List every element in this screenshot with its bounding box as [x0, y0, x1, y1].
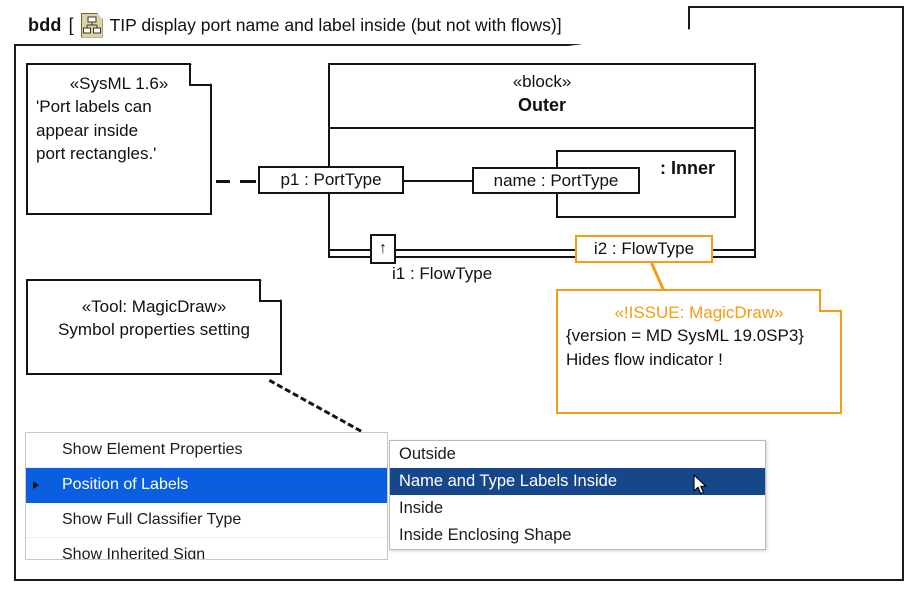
note-sysml-connector — [216, 180, 230, 183]
submenu-item-outside[interactable]: Outside — [390, 441, 765, 468]
note-issue-line1: {version = MD SysML 19.0SP3} — [566, 326, 804, 346]
bracket-open: [ — [68, 14, 74, 35]
submenu-item-label: Inside Enclosing Shape — [399, 526, 572, 544]
menu-item-show-full-classifier-type[interactable]: Show Full Classifier Type — [26, 503, 387, 538]
submenu-item-inside[interactable]: Inside — [390, 495, 765, 522]
block-inner-label: : Inner — [660, 158, 716, 178]
menu-item-show-element-properties[interactable]: Show Element Properties — [26, 433, 387, 468]
menu-item-label: Show Element Properties — [62, 441, 243, 458]
note-tool-stereotype: «Tool: MagicDraw» — [81, 297, 227, 316]
note-sysml-connector-2 — [240, 180, 256, 183]
submenu-item-name-and-type-labels-inside[interactable]: Name and Type Labels Inside — [390, 468, 765, 495]
note-issue-magicdraw: «!ISSUE: MagicDraw» {version = MD SysML … — [556, 289, 842, 414]
menu-item-label: Show Full Classifier Type — [62, 511, 242, 528]
menu-item-position-of-labels[interactable]: Position of Labels — [26, 468, 387, 503]
note-sysml-line3: port rectangles.' — [36, 144, 157, 164]
port-i1-label: i1 : FlowType — [392, 264, 493, 283]
connector-p1-to-name — [400, 180, 476, 182]
submenu-item-inside-enclosing-shape[interactable]: Inside Enclosing Shape — [390, 522, 765, 549]
flow-arrow-icon: ↑ — [379, 240, 387, 257]
note-sysml: «SysML 1.6» 'Port labels can appear insi… — [26, 63, 212, 215]
chevron-right-icon — [33, 481, 39, 489]
menu-item-show-inherited-sign[interactable]: Show Inherited Sign — [26, 538, 387, 560]
note-sysml-line1: 'Port labels can — [36, 97, 152, 117]
context-menu[interactable]: Show Element Properties Position of Labe… — [25, 432, 388, 560]
block-outer-name: Outer — [517, 95, 566, 116]
mouse-cursor-icon — [693, 474, 708, 496]
port-p1[interactable]: p1 : PortType — [258, 166, 404, 194]
note-issue-line2: Hides flow indicator ! — [566, 349, 723, 369]
note-tool-magicdraw: «Tool: MagicDraw» Symbol properties sett… — [26, 279, 282, 375]
port-i2[interactable]: i2 : FlowType — [575, 235, 713, 263]
submenu-item-label: Inside — [399, 499, 444, 517]
note-tool-line1: Symbol properties setting — [58, 320, 250, 340]
diagram-kind-label: bdd — [28, 14, 62, 35]
submenu-item-label: Name and Type Labels Inside — [399, 472, 618, 490]
bdd-diagram-icon — [80, 12, 103, 38]
menu-item-label: Position of Labels — [62, 476, 189, 493]
diagram-frame-header: bdd [ TIP display port name and label in… — [14, 6, 690, 46]
diagram-title: TIP display port name and label inside (… — [109, 14, 562, 35]
note-issue-stereotype: «!ISSUE: MagicDraw» — [614, 303, 784, 322]
note-sysml-line2: appear inside — [36, 120, 139, 140]
flow-line — [330, 249, 754, 251]
port-i1-indicator[interactable]: ↑ — [370, 234, 396, 264]
note-sysml-stereotype: «SysML 1.6» — [69, 74, 169, 93]
block-outer-stereotype: «block» — [512, 72, 572, 91]
submenu-item-label: Outside — [399, 445, 456, 463]
menu-item-label: Show Inherited Sign — [62, 546, 206, 560]
submenu-position-of-labels[interactable]: Outside Name and Type Labels Inside Insi… — [389, 440, 766, 550]
port-name-porttype[interactable]: name : PortType — [472, 167, 640, 194]
